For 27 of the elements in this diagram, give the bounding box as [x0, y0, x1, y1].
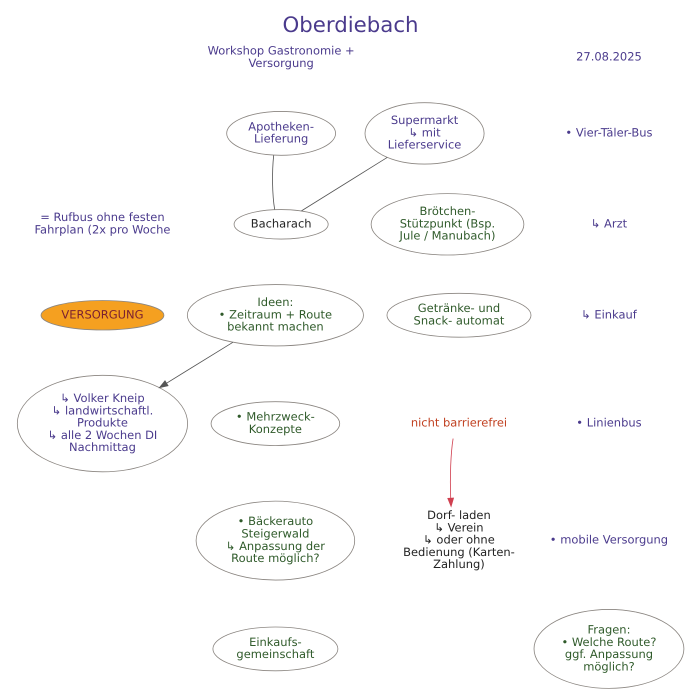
label: ↳ Arzt [590, 216, 627, 230]
node-ellipse: ↳ Volker Kneip ↳ landwirtschaftl. Produkte ↳ alle 2 Wochen DI Nachmittag [16, 374, 188, 472]
connector [300, 157, 388, 212]
node-ellipse: Fragen: • Welche Route? ggf. Anpassung möglich? [533, 609, 684, 689]
node-ellipse: Brötchen- Stützpunkt (Bsp. Jule / Manubach) [370, 193, 524, 256]
node-text: nicht barrierefrei [410, 416, 507, 430]
node-ellipse: Supermarkt ↳ mit Lieferservice [364, 102, 484, 164]
label: • Linienbus [576, 416, 642, 430]
node-ellipse: • Bäckerauto Steigerwald ↳ Anpassung der Route möglich? [195, 500, 355, 580]
label: = Rufbus ohne festen Fahrplan (2x pro Woche [34, 210, 170, 236]
node-text: Dorf- laden ↳ Verein ↳ oder ohne Bedienung (Karten- Zahlung) [402, 508, 514, 572]
node-ellipse: • Mehrzweck- Konzepte [210, 401, 340, 446]
node-ellipse: Apotheken- Lieferung [226, 111, 336, 156]
label: 27.08.2025 [576, 50, 642, 64]
connector [272, 154, 275, 210]
label: ↳ Einkauf [580, 307, 636, 322]
label: • Vier-Täler-Bus [564, 125, 652, 140]
label: • mobile Versorgung [549, 532, 668, 547]
arrow [446, 438, 454, 508]
node-ellipse: Getränke- und Snack- automat [386, 292, 531, 338]
node-ellipse: VERSORGUNG [40, 300, 164, 330]
node-ellipse: Bacharach [233, 209, 328, 240]
diagram-title: Oberdiebach [282, 13, 418, 38]
arrow [158, 342, 233, 388]
node-ellipse: Ideen: • Zeitraum + Route bekannt machen [186, 284, 364, 346]
node-ellipse: Einkaufs- gemeinschaft [212, 626, 338, 672]
label: Workshop Gastronomie + Versorgung [207, 43, 354, 70]
